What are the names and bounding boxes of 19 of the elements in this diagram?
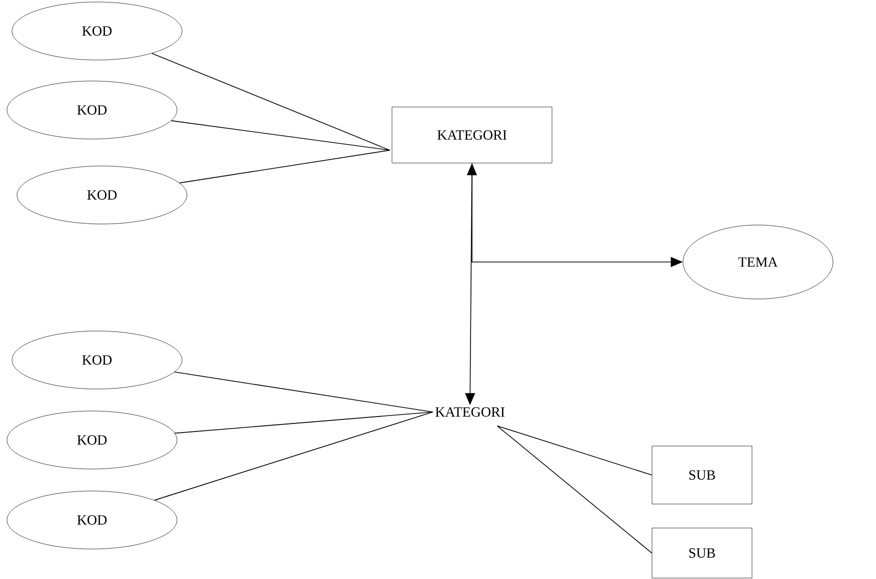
connector-line <box>496 426 652 476</box>
ellipse-node: KOD <box>6 410 178 470</box>
ellipse-node: KOD <box>6 80 178 140</box>
connector-line <box>154 412 434 501</box>
ellipse-node: KOD <box>6 490 178 550</box>
rectangle-box: SUB <box>652 446 752 504</box>
rectangle-box: KATEGORI <box>392 106 552 164</box>
connector-line <box>496 426 652 554</box>
rectangle-box: SUB <box>652 528 752 578</box>
ellipse-node: KOD <box>16 166 188 224</box>
category-label: KATEGORI <box>435 407 505 417</box>
ellipse-node: KOD <box>12 2 182 60</box>
connector-line <box>170 120 390 151</box>
ellipse-node: KOD <box>12 330 182 390</box>
connector-line <box>179 150 390 184</box>
ellipse-node: TEMA <box>682 224 834 300</box>
connector-line <box>174 412 434 434</box>
connector-line <box>174 372 434 412</box>
connector-line <box>151 52 390 151</box>
